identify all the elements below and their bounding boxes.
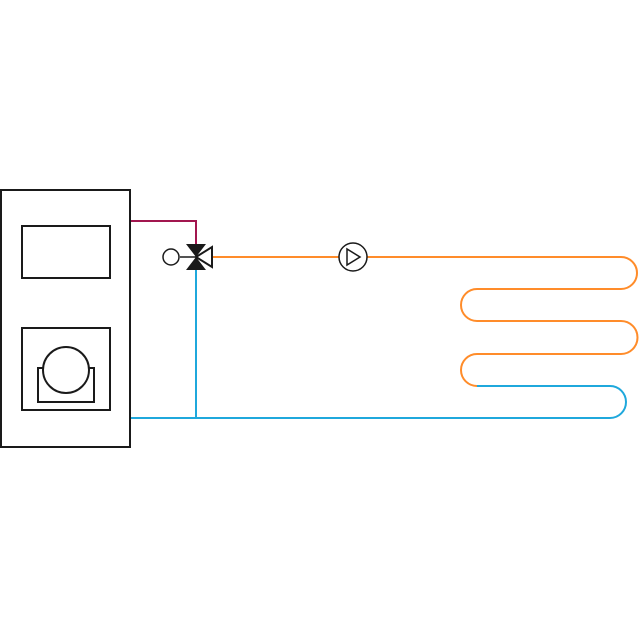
burner-compartment — [21, 327, 111, 411]
pump-icon — [338, 242, 368, 272]
boiler-flow-pipe — [130, 220, 197, 244]
three-way-valve-icon — [186, 244, 213, 270]
return-pipe — [130, 385, 627, 419]
control-panel — [21, 225, 111, 279]
burner-icon — [42, 346, 90, 394]
floor-heating-coil — [367, 256, 639, 387]
actuator-icon — [162, 248, 196, 266]
